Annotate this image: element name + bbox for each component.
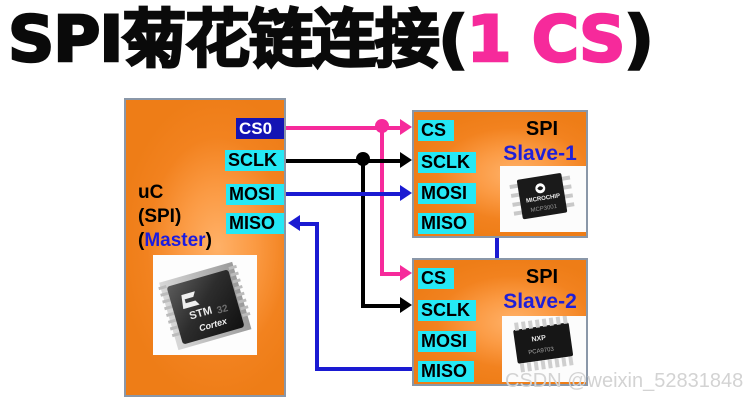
svg-text:MICROCHIP: MICROCHIP — [526, 193, 561, 204]
watermark: CSDN @weixin_52831848 — [505, 370, 744, 392]
stm32-chip-icon: STM 32 Cortex — [158, 261, 252, 351]
svg-text:MCP3001: MCP3001 — [530, 204, 558, 214]
junction-dot-cs — [375, 119, 389, 133]
wire-sclk-arrow-slave2 — [400, 297, 412, 313]
slave2-pin-mosi[interactable]: MOSI — [418, 331, 476, 352]
slave1-pin-cs[interactable]: CS — [418, 120, 454, 141]
slave2-heading: SPI — [525, 266, 559, 288]
wire-miso-return-to-master — [299, 222, 319, 226]
wire-sclk-arrow-slave1 — [400, 152, 412, 168]
page-title-main: SPI菊花链连接( — [7, 2, 469, 78]
master-chip-image: STM 32 Cortex — [153, 255, 257, 355]
wire-sclk-vertical-branch — [361, 159, 365, 306]
page-title-highlight: 1 CS — [466, 2, 627, 78]
slave1-block[interactable]: SPI Slave-1 MICROCHIP MCP3001 — [412, 110, 588, 238]
slave2-chip-image: NXP PCA9703 — [502, 316, 586, 382]
slave1-pin-mosi[interactable]: MOSI — [418, 183, 476, 204]
svg-text:NXP: NXP — [531, 335, 547, 344]
slave2-pin-cs[interactable]: CS — [418, 268, 454, 289]
slave2-block[interactable]: SPI Slave-2 NXP P — [412, 258, 588, 386]
wire-cs-horizontal-bottom — [380, 272, 406, 276]
wire-miso-arrow-master — [288, 215, 300, 231]
master-label-line1: uC — [138, 182, 164, 203]
master-pin-mosi[interactable]: MOSI — [226, 184, 284, 205]
master-pin-cs0[interactable]: CS0 — [236, 118, 284, 139]
master-block[interactable]: uC (SPI) (Master) — [124, 98, 286, 397]
master-role-close: ) — [205, 230, 212, 251]
svg-text:PCA9703: PCA9703 — [528, 347, 555, 357]
wire-cs-vertical-branch — [380, 126, 384, 274]
master-role: Master — [144, 230, 206, 251]
master-role-open: ( — [138, 230, 145, 251]
slave1-pin-miso[interactable]: MISO — [418, 213, 474, 234]
master-pin-miso[interactable]: MISO — [226, 213, 284, 234]
wire-cs-arrow-slave1 — [400, 119, 412, 135]
master-pin-sclk[interactable]: SCLK — [225, 150, 284, 171]
slave1-heading: SPI — [525, 118, 559, 140]
master-label-line2: (SPI) — [138, 206, 182, 227]
slave1-pin-sclk[interactable]: SCLK — [418, 152, 476, 173]
junction-dot-sclk — [356, 152, 370, 166]
wire-sclk-horizontal-bottom — [361, 304, 406, 308]
svg-text:32: 32 — [216, 303, 230, 317]
slave1-name: Slave-1 — [503, 142, 577, 165]
wire-cs-horizontal-top — [286, 126, 406, 130]
wire-sclk-horizontal-top — [286, 159, 406, 163]
page-title-tail: ) — [623, 2, 655, 78]
slave2-pin-sclk[interactable]: SCLK — [418, 300, 476, 321]
wire-cs-arrow-slave2 — [400, 265, 412, 281]
master-label-line3: (Master) — [138, 229, 212, 253]
wire-mosi-master-to-slave1 — [286, 192, 406, 196]
mcp3001-chip-icon: MICROCHIP MCP3001 — [509, 173, 575, 220]
slave2-pin-miso[interactable]: MISO — [418, 361, 474, 382]
wire-miso-return-bottom — [315, 367, 415, 371]
pca9703-chip-icon: NXP PCA9703 — [513, 316, 574, 373]
page-title: SPI菊花链连接(1 CS) — [7, 0, 753, 86]
slave1-chip-image: MICROCHIP MCP3001 — [500, 166, 586, 232]
wire-miso-return-vertical — [315, 222, 319, 371]
slave2-name: Slave-2 — [503, 290, 577, 313]
wire-mosi-arrow-slave1 — [400, 185, 412, 201]
